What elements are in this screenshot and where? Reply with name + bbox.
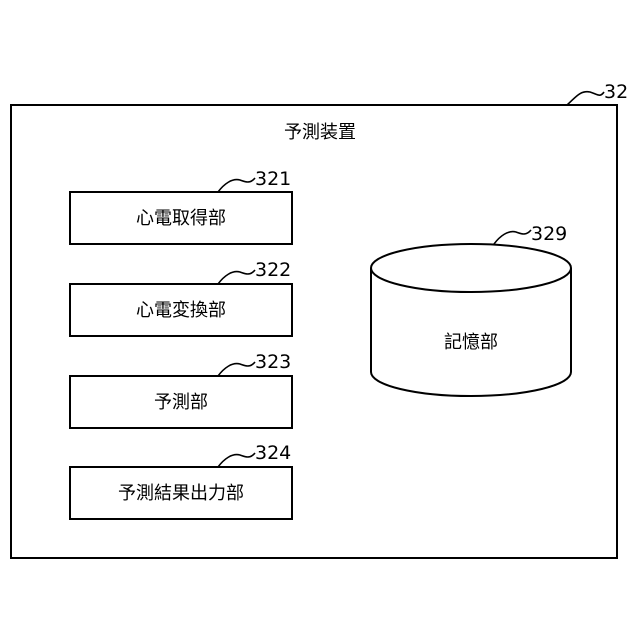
unit-ref-number: 323 — [255, 351, 291, 373]
unit-ecg-acquisition: 心電取得部 321 — [70, 168, 292, 244]
unit-ref-number: 321 — [255, 168, 291, 190]
unit-label: 予測部 — [154, 392, 208, 413]
unit-label: 心電取得部 — [136, 208, 226, 229]
unit-prediction: 予測部 323 — [70, 351, 292, 428]
device-ref-leader — [567, 92, 604, 105]
device-ref-number: 32 — [604, 81, 628, 103]
storage-ref-leader — [494, 230, 531, 244]
unit-ecg-conversion: 心電変換部 322 — [70, 259, 292, 336]
unit-ref-leader — [218, 270, 255, 284]
unit-ref-number: 322 — [255, 259, 291, 281]
unit-label: 心電変換部 — [136, 300, 226, 321]
unit-ref-number: 324 — [255, 442, 291, 464]
unit-prediction-result-output: 予測結果出力部 324 — [70, 442, 292, 519]
device-title: 予測装置 — [284, 122, 356, 143]
storage-ref-number: 329 — [531, 223, 567, 245]
storage-label: 記憶部 — [444, 332, 498, 353]
unit-ref-leader — [218, 362, 255, 376]
cylinder-top — [371, 244, 571, 292]
unit-ref-leader — [218, 453, 255, 467]
unit-ref-leader — [218, 178, 255, 192]
storage-unit: 記憶部 329 — [371, 223, 571, 396]
unit-label: 予測結果出力部 — [118, 483, 244, 504]
